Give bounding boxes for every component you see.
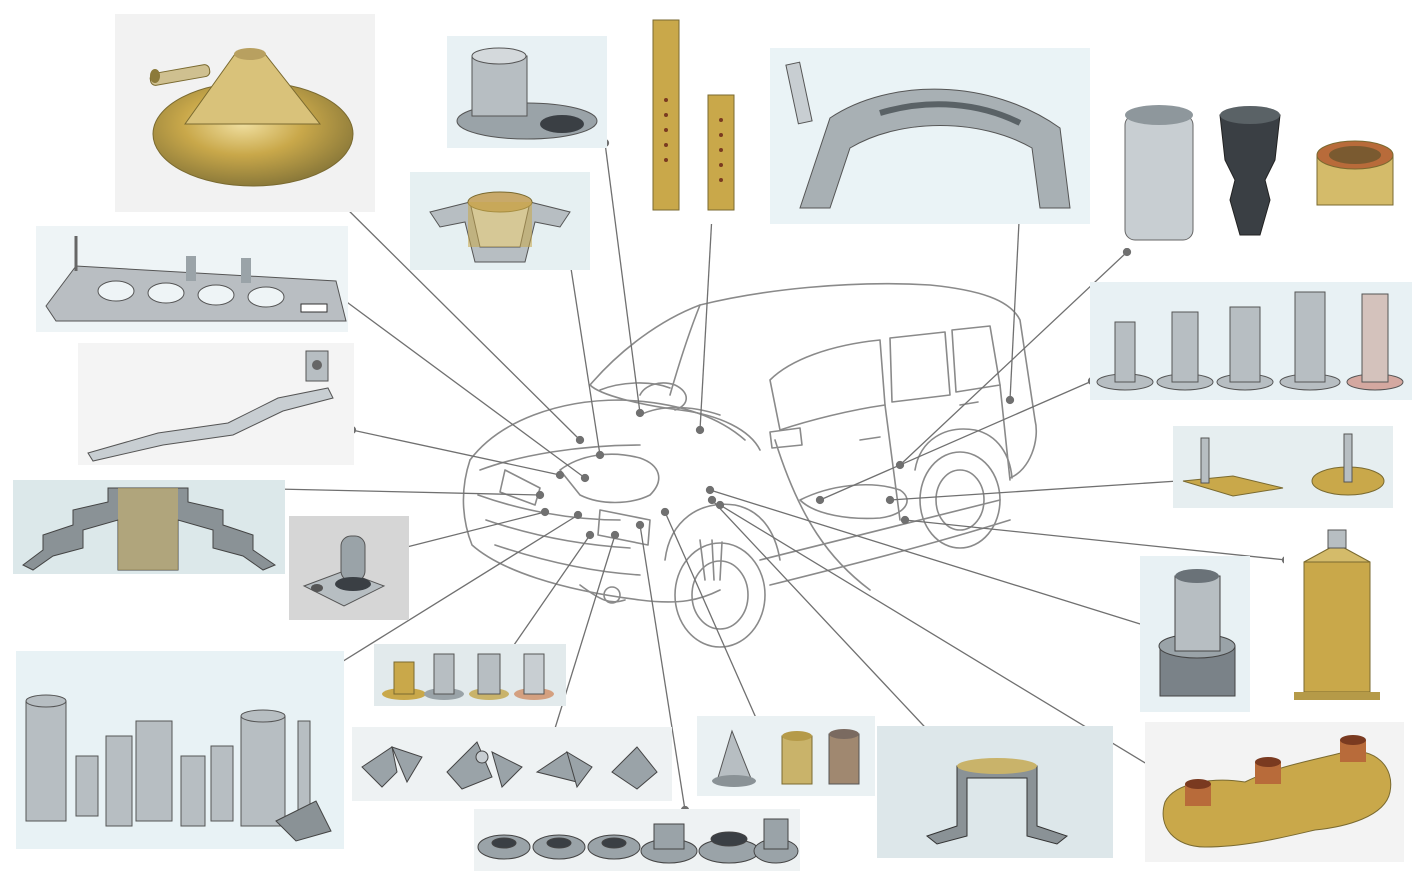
part-impeller-stampings: [352, 727, 672, 801]
part-perforated-tubes: [638, 10, 758, 224]
part-curved-ring-section: [770, 48, 1090, 224]
part-tab-with-stud: [289, 516, 409, 620]
part-stud-bracket-and-dome: [1173, 426, 1393, 508]
part-cone-cap-with-tube: [115, 14, 375, 212]
part-tube-set: [16, 651, 344, 849]
part-flanged-collar-large: [1140, 556, 1250, 712]
part-flanged-cup-stepped: [447, 36, 607, 148]
part-plate-with-holes: [36, 226, 348, 332]
part-cone-and-cups: [697, 716, 875, 796]
part-three-sleeves: [1115, 100, 1395, 248]
part-flanged-tubes-row: [1090, 282, 1412, 400]
part-three-bush-plate: [1145, 722, 1404, 862]
part-stepped-ring-section: [13, 480, 285, 574]
part-cup-series: [474, 809, 800, 871]
part-bracket-cup: [410, 172, 590, 270]
part-long-bracket: [78, 343, 354, 465]
part-square-tube-housing: [1284, 522, 1390, 712]
part-small-flanged-collars: [374, 644, 566, 706]
part-cup-section-flange: [877, 726, 1113, 858]
